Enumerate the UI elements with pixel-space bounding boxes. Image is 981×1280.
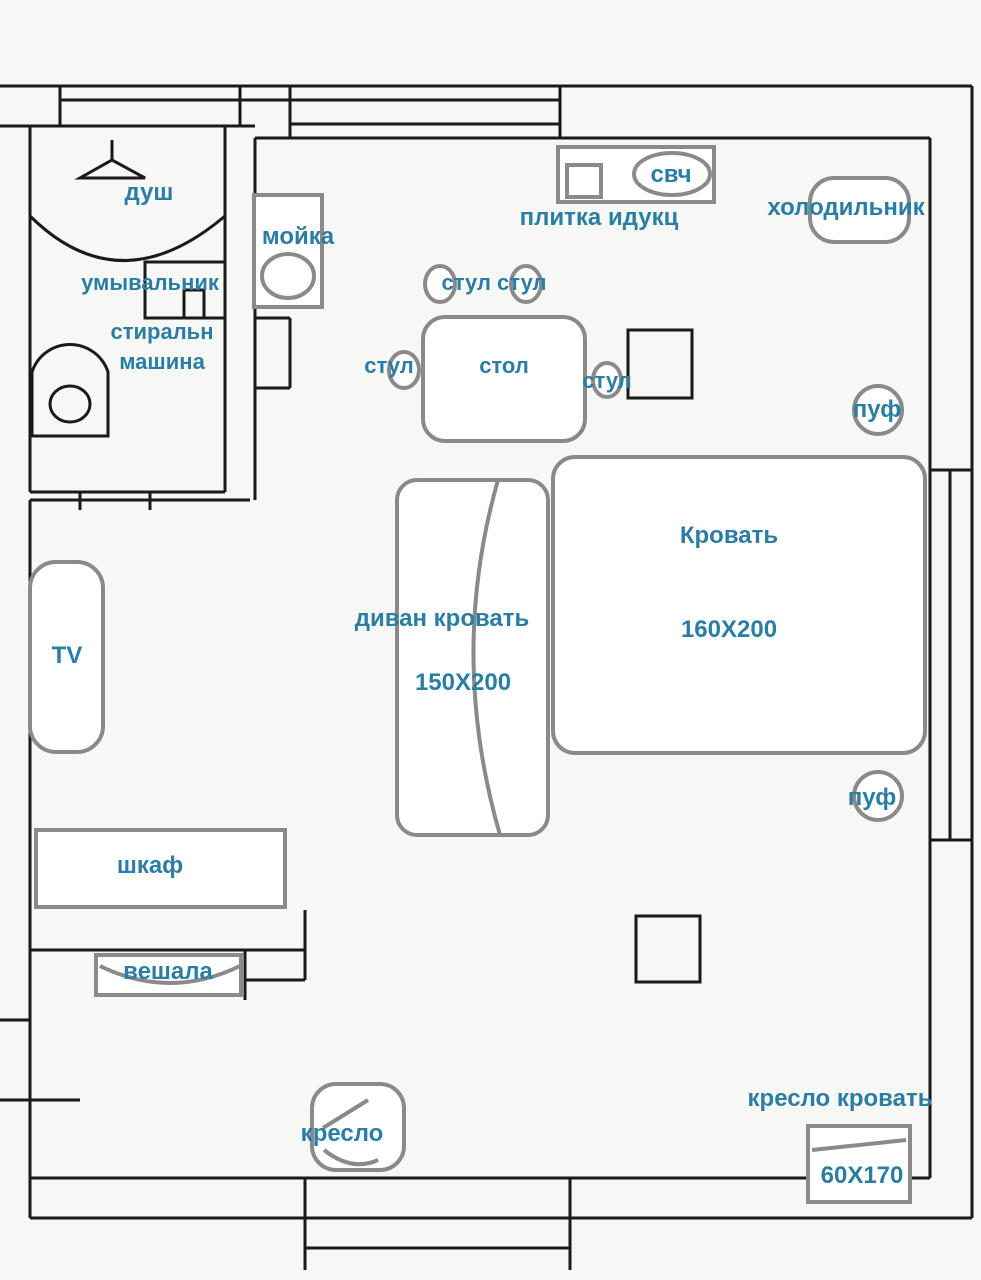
label-armchair-bed: кресло кровать bbox=[747, 1085, 933, 1112]
walls bbox=[0, 84, 974, 1270]
label-fridge: холодильник bbox=[767, 194, 925, 221]
label-pouf-top: пуф bbox=[852, 396, 902, 423]
label-table: стол bbox=[479, 353, 529, 378]
fridge bbox=[808, 176, 911, 244]
label-microwave: свч bbox=[650, 161, 692, 188]
table bbox=[421, 315, 587, 443]
label-sofa-bed: диван кровать bbox=[354, 605, 530, 632]
label-washing-machine-line2: машина bbox=[119, 349, 205, 374]
microwave-icon bbox=[632, 151, 712, 197]
label-sink: мойка bbox=[261, 223, 335, 250]
chair-right bbox=[591, 361, 623, 399]
label-washbasin: умывальник bbox=[81, 270, 219, 295]
furniture bbox=[28, 145, 927, 1204]
label-tv: TV bbox=[51, 642, 83, 669]
label-washing-machine-line1: стиральн bbox=[110, 319, 214, 344]
pouf-top bbox=[852, 384, 904, 436]
chair-left bbox=[387, 350, 421, 390]
tv-unit bbox=[28, 560, 105, 754]
pouf-bottom bbox=[852, 770, 904, 822]
armchair bbox=[310, 1082, 406, 1172]
chair-top-left bbox=[423, 264, 457, 304]
label-bed: Кровать bbox=[679, 522, 779, 549]
label-chairs-top: стул стул bbox=[441, 270, 547, 295]
wardrobe bbox=[34, 828, 287, 909]
label-armchair: кресло bbox=[300, 1120, 384, 1147]
bed bbox=[551, 455, 927, 755]
label-chair-left: стул bbox=[364, 353, 414, 378]
armchair-bed bbox=[806, 1124, 912, 1204]
induction-hob-icon bbox=[565, 163, 603, 199]
label-induction-hob: плитка идукц bbox=[519, 204, 679, 231]
label-pouf-bottom: пуф bbox=[847, 784, 897, 811]
label-hangers: вешала bbox=[123, 958, 213, 985]
label-bed-size: 160X200 bbox=[680, 616, 778, 643]
label-chair-right: стул bbox=[582, 368, 632, 393]
label-sofa-bed-size: 150X200 bbox=[414, 669, 512, 696]
label-wardrobe: шкаф bbox=[116, 852, 184, 879]
label-armchair-bed-size: 60X170 bbox=[820, 1162, 904, 1189]
chair-top-right bbox=[509, 264, 543, 304]
label-shower: душ bbox=[124, 179, 174, 206]
